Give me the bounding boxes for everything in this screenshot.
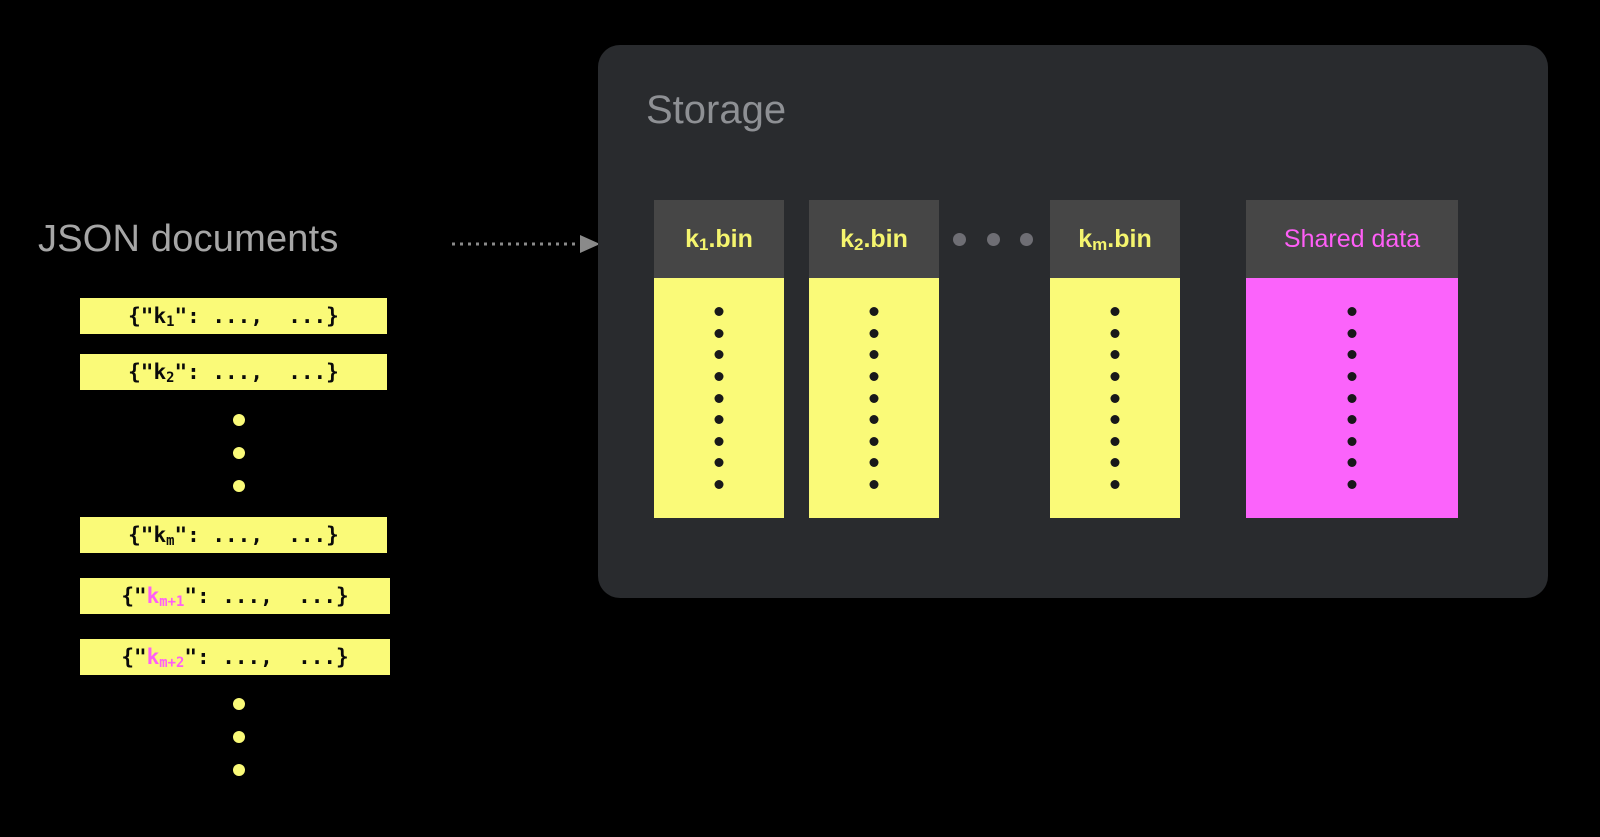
record-dot — [714, 328, 724, 338]
bin-label: Shared data — [1283, 224, 1421, 253]
ellipsis-dot — [233, 764, 245, 776]
json-key: km+1 — [146, 583, 185, 610]
json-key: km — [153, 522, 175, 549]
json-key: k2 — [153, 359, 175, 386]
bin-record-dots — [869, 307, 879, 489]
bin-header: k2.bin — [809, 200, 939, 278]
bin-header: k1.bin — [654, 200, 784, 278]
record-dot — [869, 436, 879, 446]
record-dot — [869, 415, 879, 425]
bin-body — [1050, 278, 1180, 518]
bin-body — [1246, 278, 1458, 518]
record-dot — [1347, 328, 1357, 338]
json-tail: ": ..., ...} — [174, 359, 339, 384]
storage-bin-km: km.bin — [1050, 200, 1180, 518]
json-documents-ellipsis-bottom — [233, 698, 245, 776]
json-document-code: {"k2": ..., ...} — [128, 359, 339, 386]
arrow-head — [580, 235, 600, 253]
storage-panel: Storage k1.bin k2.bin — [598, 45, 1548, 598]
ellipsis-dot — [233, 698, 245, 710]
bin-body — [809, 278, 939, 518]
json-document-code: {"km": ..., ...} — [128, 522, 339, 549]
json-document-row: {"k2": ..., ...} — [80, 354, 387, 390]
ellipsis-dot — [233, 731, 245, 743]
record-dot — [869, 371, 879, 381]
json-open: {" — [128, 522, 154, 547]
record-dot — [869, 393, 879, 403]
record-dot — [714, 480, 724, 489]
record-dot — [869, 328, 879, 338]
record-dot — [1110, 307, 1120, 316]
record-dot — [1347, 458, 1357, 468]
record-dot — [1347, 436, 1357, 446]
record-dot — [714, 415, 724, 425]
storage-bin-shared-data: Shared data — [1246, 200, 1458, 518]
ellipsis-dot — [233, 447, 245, 459]
json-document-code: {"k1": ..., ...} — [128, 303, 339, 330]
record-dot — [1110, 393, 1120, 403]
record-dot — [714, 350, 724, 360]
json-tail: ": ..., ...} — [174, 303, 339, 328]
json-key: k1 — [153, 303, 175, 330]
json-document-row-shared: {"km+2": ..., ...} — [80, 639, 390, 675]
json-document-code: {"km+1": ..., ...} — [121, 583, 349, 610]
record-dot — [714, 436, 724, 446]
ellipsis-dot — [233, 414, 245, 426]
record-dot — [869, 480, 879, 489]
json-documents-column: JSON documents {"k1": ..., ...} {"k2": .… — [0, 0, 580, 837]
record-dot — [1347, 350, 1357, 360]
record-dot — [1347, 393, 1357, 403]
record-dot — [714, 393, 724, 403]
bin-label: k2.bin — [840, 224, 908, 254]
storage-title: Storage — [646, 88, 787, 132]
json-open: {" — [128, 359, 154, 384]
ellipsis-dot — [986, 233, 1000, 246]
json-document-row-shared: {"km+1": ..., ...} — [80, 578, 390, 614]
json-open: {" — [121, 583, 147, 608]
bin-record-dots — [1110, 307, 1120, 489]
record-dot — [1347, 371, 1357, 381]
storage-bins-ellipsis — [953, 233, 1033, 246]
storage-bin-k1: k1.bin — [654, 200, 784, 518]
record-dot — [1347, 307, 1357, 316]
json-document-row: {"k1": ..., ...} — [80, 298, 387, 334]
record-dot — [1110, 415, 1120, 425]
ellipsis-dot — [233, 480, 245, 492]
record-dot — [1347, 415, 1357, 425]
bin-record-dots — [1347, 307, 1357, 489]
json-tail: ": ..., ...} — [184, 583, 349, 608]
record-dot — [1110, 480, 1120, 489]
json-key: km+2 — [146, 644, 185, 671]
record-dot — [714, 458, 724, 468]
bin-label: km.bin — [1078, 224, 1152, 254]
json-documents-ellipsis-middle — [233, 414, 245, 492]
bin-body — [654, 278, 784, 518]
json-open: {" — [121, 644, 147, 669]
json-document-row: {"km": ..., ...} — [80, 517, 387, 553]
ellipsis-dot — [1020, 233, 1033, 246]
record-dot — [714, 307, 724, 316]
record-dot — [1110, 436, 1120, 446]
json-document-code: {"km+2": ..., ...} — [121, 644, 349, 671]
bin-header: km.bin — [1050, 200, 1180, 278]
dotted-arrow-icon — [452, 235, 600, 253]
json-tail: ": ..., ...} — [174, 522, 339, 547]
record-dot — [1110, 458, 1120, 468]
record-dot — [869, 458, 879, 468]
json-open: {" — [128, 303, 154, 328]
ellipsis-dot — [953, 233, 966, 246]
record-dot — [1347, 480, 1357, 489]
bin-label: k1.bin — [685, 224, 753, 254]
record-dot — [1110, 371, 1120, 381]
record-dot — [869, 307, 879, 316]
storage-bin-k2: k2.bin — [809, 200, 939, 518]
json-tail: ": ..., ...} — [184, 644, 349, 669]
json-documents-label: JSON documents — [38, 218, 339, 260]
record-dot — [714, 371, 724, 381]
bin-header: Shared data — [1246, 200, 1458, 278]
record-dot — [1110, 350, 1120, 360]
record-dot — [869, 350, 879, 360]
record-dot — [1110, 328, 1120, 338]
bin-record-dots — [714, 307, 724, 489]
